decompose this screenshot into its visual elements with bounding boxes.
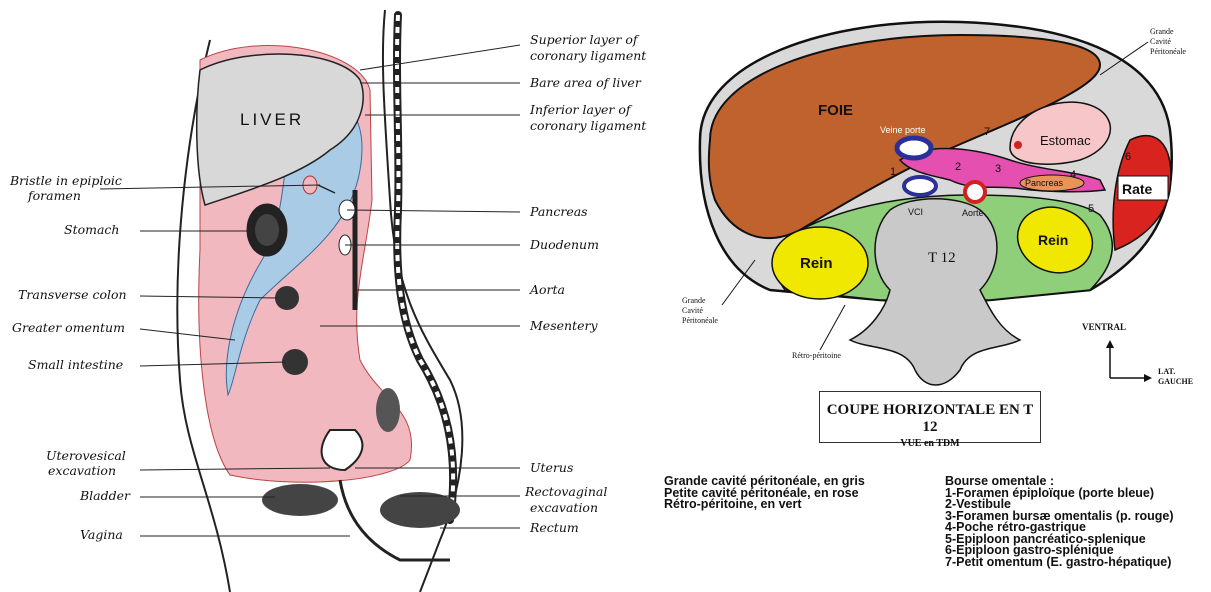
bladder-shape — [262, 484, 338, 516]
label-rectum: Rectum — [529, 520, 579, 535]
label-grande-cavite-top-1: Grande — [1150, 27, 1174, 36]
diagram-title: COUPE HORIZONTALE EN T 12 — [820, 402, 1040, 436]
legend-item: Rétro-péritoine, en vert — [664, 499, 865, 511]
label-transverse-colon: Transverse colon — [18, 287, 127, 302]
label-aorta: Aorta — [529, 282, 565, 297]
label-bladder: Bladder — [79, 488, 131, 503]
label-rein-right: Rein — [1038, 232, 1068, 248]
number-2: 2 — [955, 161, 961, 173]
number-7: 7 — [984, 126, 990, 138]
small-intestine-shape — [282, 349, 308, 375]
legend-item: 7-Petit omentum (E. gastro-hépatique) — [945, 557, 1174, 569]
label-small-intestine: Small intestine — [28, 357, 123, 372]
label-inferior-layer-1: Inferior layer of — [529, 102, 633, 117]
number-5: 5 — [1088, 203, 1094, 215]
number-1: 1 — [890, 166, 896, 178]
label-foie: FOIE — [818, 102, 853, 119]
label-rein-left: Rein — [800, 255, 833, 272]
label-retro-peritoine: Rétro-péritoine — [792, 351, 841, 360]
veine-porte-shape — [897, 138, 931, 158]
label-estomac: Estomac — [1040, 133, 1091, 148]
label-uterovesical-2: excavation — [48, 463, 116, 478]
label-ventral: VENTRAL — [1082, 322, 1126, 332]
axial-section-diagram: FOIE Estomac Rate Rein Rein T 12 Pancrea… — [660, 0, 1211, 592]
label-greater-omentum: Greater omentum — [12, 320, 125, 335]
stomach-lumen — [255, 214, 279, 246]
label-pancreas: Pancreas — [1025, 178, 1064, 188]
label-uterus: Uterus — [530, 460, 573, 475]
vci-shape — [904, 177, 936, 195]
rectum-shape — [380, 492, 460, 528]
label-rectovaginal-1: Rectovaginal — [524, 484, 607, 499]
number-3: 3 — [995, 163, 1001, 175]
aorte-shape — [965, 182, 985, 202]
number-4: 4 — [1070, 169, 1076, 181]
label-grande-cavite-top-2: Cavité — [1150, 37, 1171, 46]
label-duodenum: Duodenum — [529, 237, 599, 252]
label-rectovaginal-2: excavation — [530, 500, 598, 515]
sigmoid-shape — [376, 388, 400, 432]
label-veine-porte: Veine porte — [880, 125, 926, 135]
label-vci: VCI — [908, 207, 923, 217]
legend-cavities: Grande cavité péritonéale, en gris Petit… — [664, 476, 865, 511]
label-grande-cavite-top-3: Péritonéale — [1150, 47, 1186, 56]
label-vagina: Vagina — [80, 527, 123, 542]
label-vertebra: T 12 — [928, 250, 956, 266]
label-stomach: Stomach — [64, 222, 119, 237]
label-grande-cavite-left-3: Péritonéale — [682, 316, 718, 325]
label-grande-cavite-left-2: Cavité — [682, 306, 703, 315]
label-liver: LIVER — [240, 110, 304, 129]
transverse-colon-shape — [275, 286, 299, 310]
label-aorte: Aorte — [962, 208, 984, 218]
label-bristle-1: Bristle in epiploic — [9, 173, 122, 188]
label-superior-layer-2: coronary ligament — [530, 48, 647, 63]
label-pancreas: Pancreas — [529, 204, 588, 219]
label-inferior-layer-2: coronary ligament — [530, 118, 647, 133]
label-superior-layer-1: Superior layer of — [530, 32, 640, 47]
label-gauche: GAUCHE — [1158, 377, 1193, 386]
axis-ventral-arrow — [1106, 340, 1114, 348]
label-bare-area: Bare area of liver — [529, 75, 642, 90]
label-uterovesical-1: Uterovesical — [46, 448, 126, 463]
label-bristle-2: foramen — [27, 188, 81, 203]
diagram-subtitle: VUE en TDM — [820, 438, 1040, 449]
label-grande-cavite-left-1: Grande — [682, 296, 706, 305]
label-mesentery: Mesentery — [529, 318, 598, 333]
legend-bourse-omentale: Bourse omentale : 1-Foramen épiploïque (… — [945, 476, 1174, 568]
leader-retro — [820, 305, 845, 350]
label-lat: LAT. — [1158, 367, 1175, 376]
sagittal-section-drawing: Bristle in epiploic foramen Stomach Tran… — [0, 0, 660, 592]
number-6: 6 — [1125, 151, 1131, 163]
axis-lat-arrow — [1144, 374, 1152, 382]
label-rate: Rate — [1122, 181, 1153, 197]
foramen-marker — [1014, 141, 1022, 149]
diagram-title-box: COUPE HORIZONTALE EN T 12 VUE en TDM — [819, 391, 1041, 443]
sagittal-section-diagram: Bristle in epiploic foramen Stomach Tran… — [0, 0, 660, 592]
